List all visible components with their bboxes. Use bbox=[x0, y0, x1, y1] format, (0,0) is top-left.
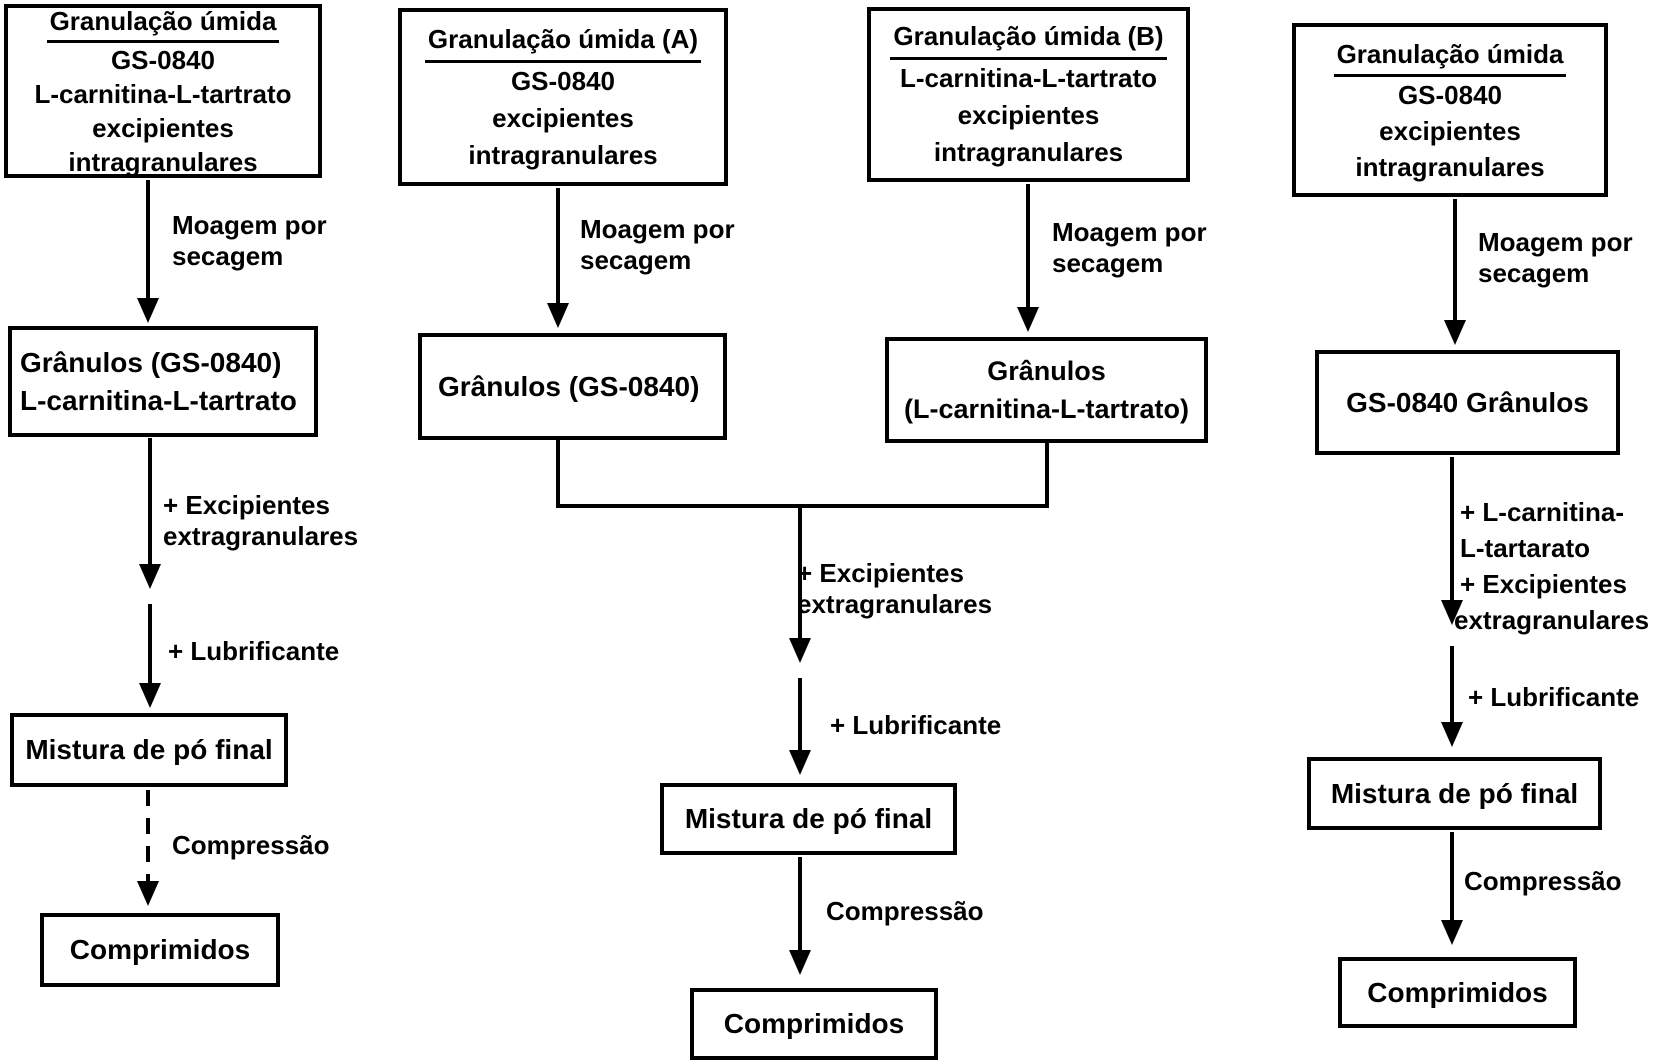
granules-box-flow3-line: (L-carnitina-L-tartrato) bbox=[904, 394, 1189, 424]
tablets-box-flow1-label: Comprimidos bbox=[69, 934, 251, 965]
input-box-flow3-line: intragranulares bbox=[933, 137, 1124, 167]
additions-label-flow4-line: extragranulares bbox=[1454, 605, 1650, 635]
lubricant-label-flow1: + Lubrificante bbox=[168, 636, 340, 666]
additions-label-flow4-line: + L-carnitina- bbox=[1460, 497, 1624, 527]
input-box-flow2-line: intragranulares bbox=[468, 139, 658, 170]
input-box-flow3-line: L-carnitina-L-tartrato bbox=[899, 63, 1158, 93]
granules-box-flow1-line: L-carnitina-L-tartrato bbox=[20, 384, 297, 416]
additions-label-flow4-line: + Excipientes bbox=[1460, 569, 1627, 599]
lubricant-label-flow4: + Lubrificante bbox=[1468, 682, 1640, 712]
input-box-flow2-line: excipientes bbox=[492, 102, 634, 133]
input-box-flow3-title: Granulação úmida (B) bbox=[871, 18, 1186, 60]
tablets-box-merged-label: Comprimidos bbox=[723, 1008, 905, 1039]
granules-box-flow4-label: GS-0840 Grânulos bbox=[1346, 386, 1589, 418]
blend-box-merged-label: Mistura de pó final bbox=[684, 803, 933, 834]
compression-label-flow1: Compressão bbox=[172, 830, 330, 860]
milling-label-flow3: Moagem por secagem bbox=[1052, 217, 1207, 278]
merge-connector-flow2-flow3 bbox=[556, 440, 1049, 508]
input-box-flow4-line: GS-0840 bbox=[1397, 79, 1503, 110]
input-box-flow3-line: excipientes bbox=[957, 100, 1100, 130]
additions-label-flow4-line: L-tartarato bbox=[1460, 533, 1591, 563]
input-box-flow2: Granulação úmida (A) GS-0840 excipientes… bbox=[398, 8, 728, 186]
input-box-flow1-line: excipientes bbox=[92, 112, 234, 143]
input-box-flow1-title: Granulação úmida bbox=[8, 4, 318, 43]
input-box-flow4-line: intragranulares bbox=[1355, 151, 1545, 182]
milling-label-flow4: Moagem por secagem bbox=[1478, 227, 1633, 288]
input-box-flow2-title: Granulação úmida (A) bbox=[402, 21, 724, 63]
excipients-label-flow1: + Excipientes extragranulares bbox=[163, 490, 359, 551]
compression-label-merged: Compressão bbox=[826, 896, 984, 926]
milling-label-flow1: Moagem por secagem bbox=[172, 210, 327, 271]
milling-label-flow2: Moagem por secagem bbox=[580, 214, 735, 275]
blend-box-flow4: Mistura de pó final bbox=[1307, 757, 1602, 830]
input-box-flow3: Granulação úmida (B) L-carnitina-L-tartr… bbox=[867, 7, 1190, 182]
granules-box-flow3: Grânulos (L-carnitina-L-tartrato) bbox=[885, 337, 1208, 443]
input-box-flow4-line: excipientes bbox=[1379, 115, 1521, 146]
granules-box-flow2-label: Grânulos (GS-0840) bbox=[438, 370, 700, 402]
tablets-box-flow4: Comprimidos bbox=[1338, 957, 1577, 1028]
input-box-flow1: Granulação úmida GS-0840 L-carnitina-L-t… bbox=[4, 4, 322, 178]
input-box-flow1-line: GS-0840 bbox=[110, 44, 216, 75]
blend-box-flow4-label: Mistura de pó final bbox=[1330, 777, 1579, 809]
additions-label-flow4: + L-carnitina- L-tartarato + Excipientes… bbox=[1454, 494, 1676, 638]
tablets-box-merged: Comprimidos bbox=[690, 988, 938, 1060]
granules-box-flow1-line: Grânulos (GS-0840) bbox=[20, 346, 282, 378]
input-box-flow1-line: intragranulares bbox=[68, 146, 258, 177]
granules-box-flow1: Grânulos (GS-0840) L-carnitina-L-tartrat… bbox=[8, 326, 318, 437]
lubricant-label-merged: + Lubrificante bbox=[830, 710, 1002, 740]
tablets-box-flow1: Comprimidos bbox=[40, 913, 280, 987]
tablets-box-flow4-label: Comprimidos bbox=[1367, 976, 1548, 1008]
compression-label-flow4: Compressão bbox=[1464, 866, 1622, 896]
granules-box-flow4: GS-0840 Grânulos bbox=[1315, 350, 1620, 455]
input-box-flow4-title: Granulação úmida bbox=[1296, 36, 1604, 77]
input-box-flow2-line: GS-0840 bbox=[510, 65, 616, 96]
granules-box-flow2: Grânulos (GS-0840) bbox=[418, 333, 727, 440]
blend-box-flow1-label: Mistura de pó final bbox=[25, 734, 273, 765]
input-box-flow4: Granulação úmida GS-0840 excipientes int… bbox=[1292, 23, 1608, 197]
blend-box-flow1: Mistura de pó final bbox=[10, 713, 288, 787]
input-box-flow1-line: L-carnitina-L-tartrato bbox=[34, 78, 292, 109]
granules-box-flow3-line: Grânulos bbox=[987, 356, 1106, 386]
blend-box-merged: Mistura de pó final bbox=[660, 783, 957, 855]
excipients-label-merged: + Excipientes extragranulares bbox=[797, 558, 993, 619]
